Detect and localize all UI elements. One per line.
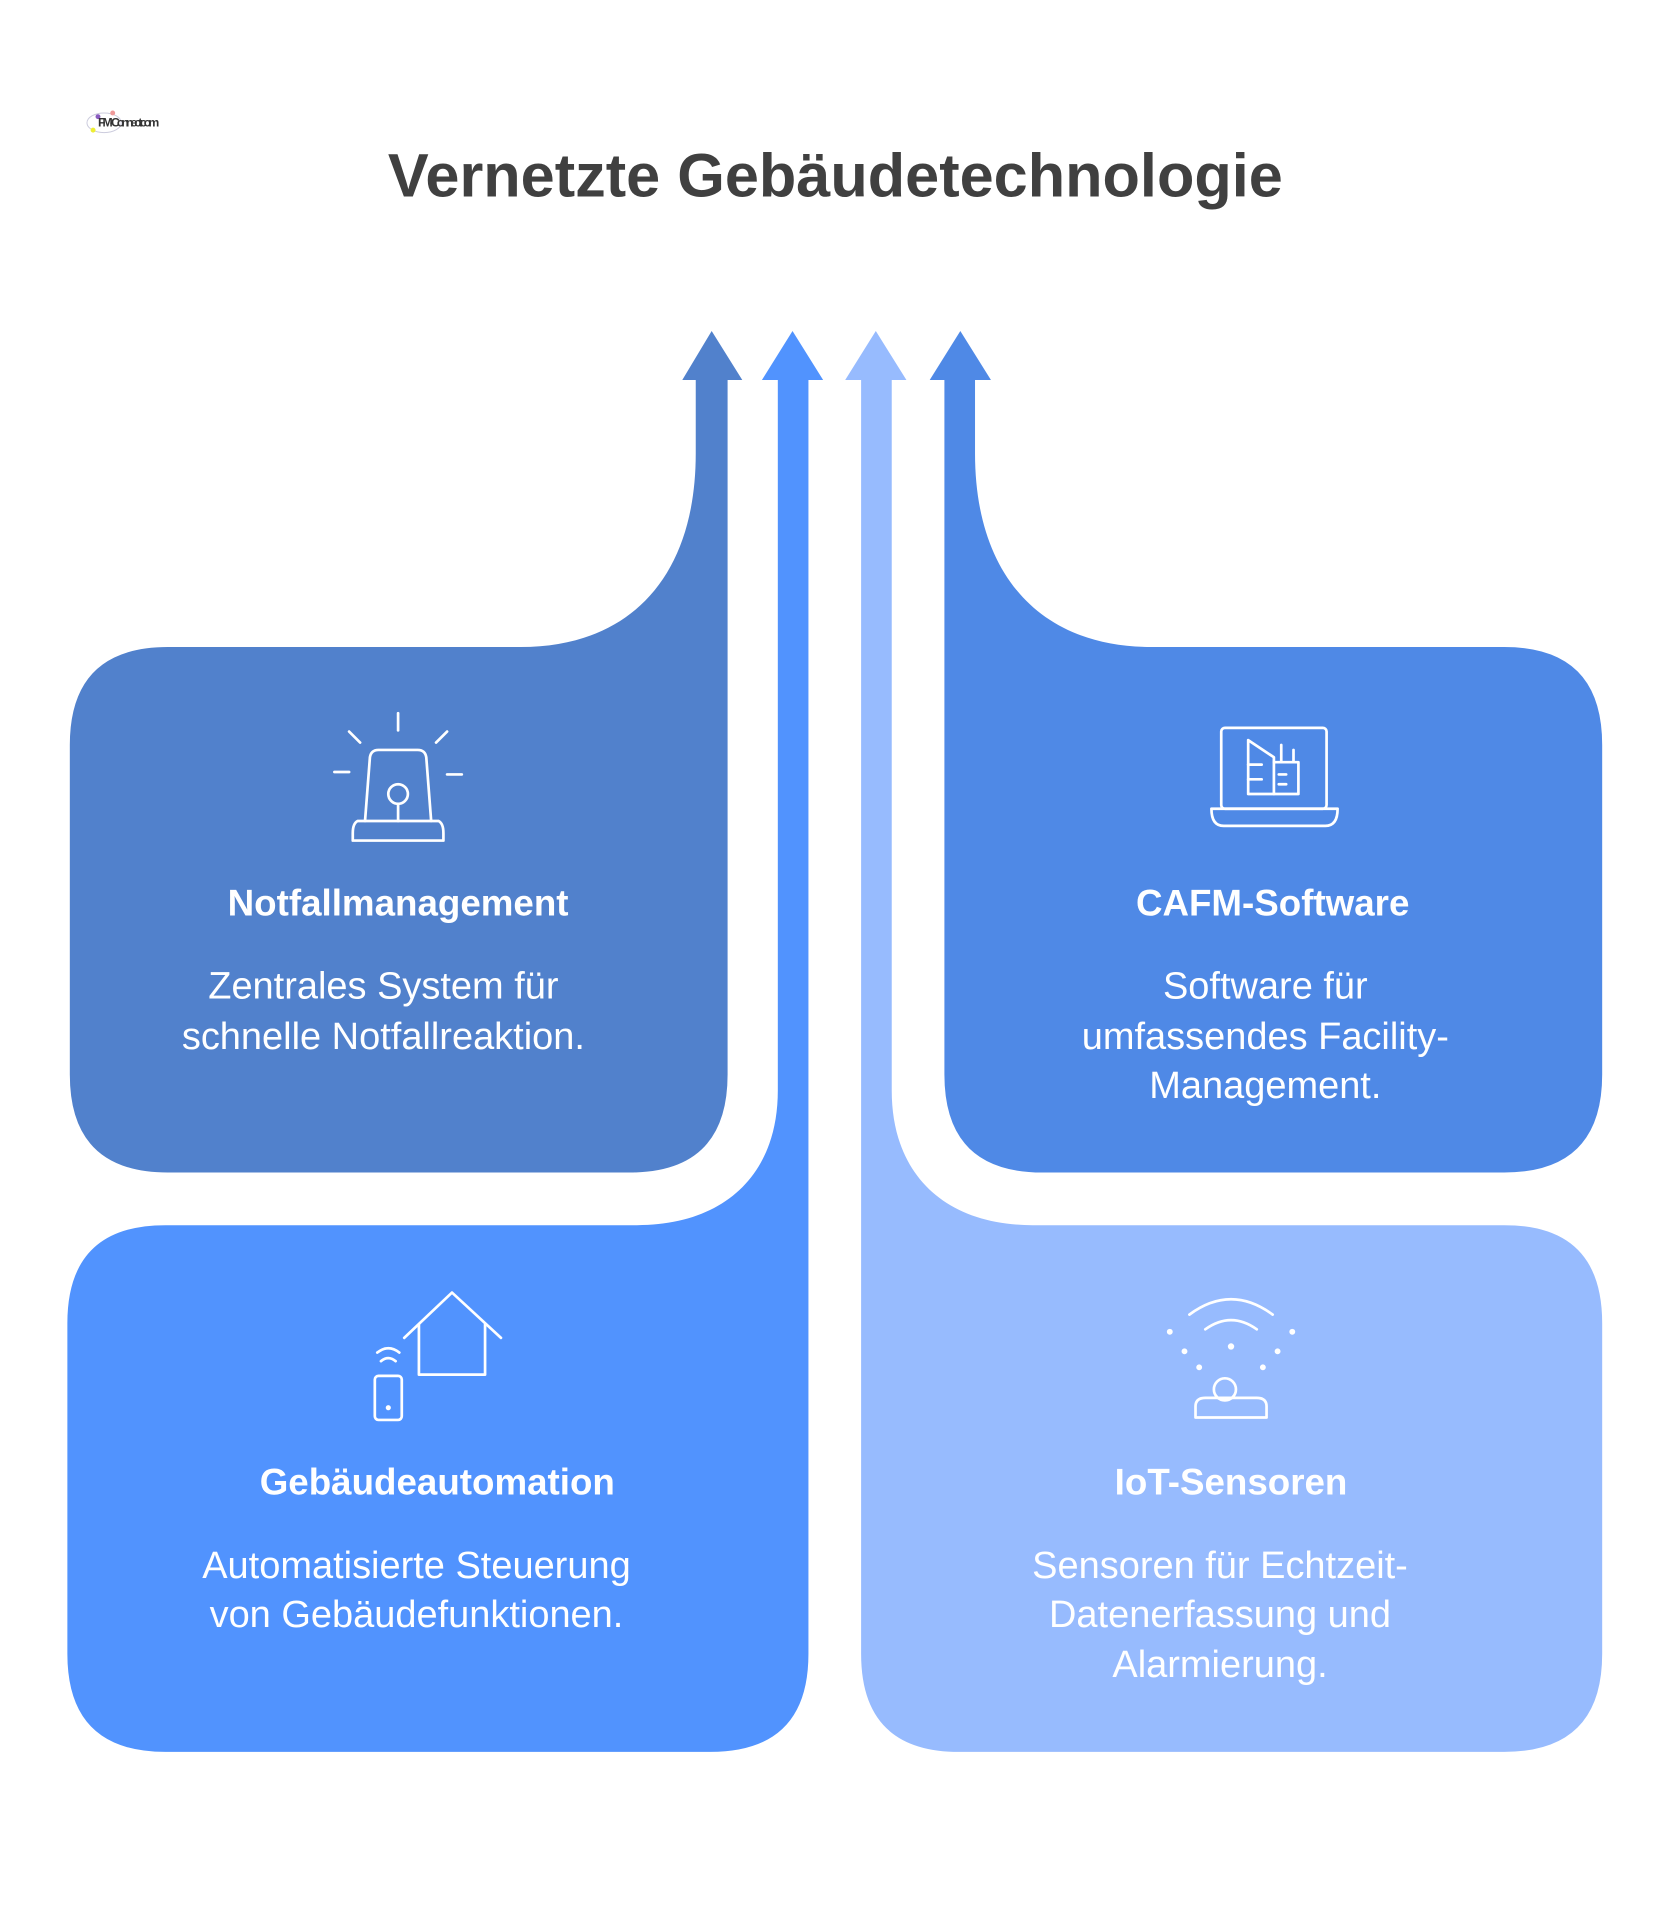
card-description-line: Software für	[1163, 966, 1368, 1008]
card-title: Notfallmanagement	[228, 882, 569, 923]
card-description-line: schnelle Notfallreaktion.	[182, 1016, 585, 1058]
siren-icon	[333, 711, 464, 842]
card-description-line: von Gebäudefunktionen.	[210, 1594, 624, 1636]
card-description-line: Zentrales System für	[208, 966, 559, 1008]
fm-connect-logo: FM-Connect.com	[86, 110, 159, 134]
card-description-line: Sensoren für Echtzeit-	[1032, 1545, 1408, 1587]
gebaeudeautomation-card	[67, 331, 824, 1752]
smart-home-icon	[373, 1291, 503, 1422]
card-description-line: Alarmierung.	[1112, 1644, 1327, 1686]
card-title: Gebäudeautomation	[260, 1462, 615, 1503]
laptop-building-icon	[1210, 726, 1339, 828]
card-title: IoT-Sensoren	[1115, 1462, 1348, 1503]
card-description-line: Management.	[1149, 1065, 1381, 1107]
card-description-line: umfassendes Facility-	[1082, 1016, 1449, 1058]
card-title: CAFM-Software	[1136, 882, 1409, 923]
card-description-line: Automatisierte Steuerung	[202, 1545, 630, 1587]
iot-sensor-icon	[1166, 1297, 1296, 1419]
card-description-line: Datenerfassung und	[1049, 1594, 1391, 1636]
notfallmanagement-card	[69, 331, 743, 1173]
iot-sensoren-card	[845, 331, 1603, 1752]
page-title: Vernetzte Gebäudetechnologie	[388, 141, 1283, 209]
logo-text: FM-Connect.com	[98, 115, 159, 129]
